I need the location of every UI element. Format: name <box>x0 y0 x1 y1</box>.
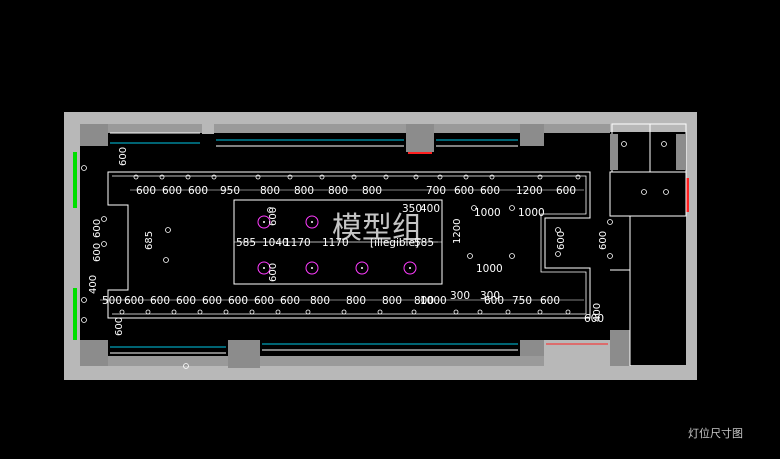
wall-top-left-block <box>80 124 108 146</box>
dim-mid-label-a: 350 <box>402 203 422 215</box>
dim-top-9: 600 <box>454 185 474 197</box>
dim-right-bottom-b: 600 <box>584 313 604 325</box>
dim-right-v1: 600 <box>556 231 567 250</box>
wall-top-strip <box>80 124 610 133</box>
watermark-text: 模型组 <box>332 211 422 246</box>
dim-right-v2: 600 <box>598 231 609 250</box>
dim-right-mid: 1000 <box>476 263 503 275</box>
dim-top-7: 800 <box>362 185 382 197</box>
dim-bottom-7: 600 <box>280 295 300 307</box>
dim-top-6: 800 <box>328 185 348 197</box>
dim-top-left-v: 600 <box>118 147 129 166</box>
dim-low-mid-a: 300 <box>450 290 470 302</box>
right-red-mark <box>686 178 689 212</box>
dim-center-2: 1170 <box>284 237 311 249</box>
pendant-light-centers <box>263 221 411 269</box>
dim-top-4: 800 <box>260 185 280 197</box>
dim-top-3: 950 <box>220 185 240 197</box>
right-rooms <box>609 123 687 366</box>
dim-bottom-8: 800 <box>310 295 330 307</box>
dim-left-v-0: 600 <box>92 243 103 262</box>
dim-left-low-v: 400 <box>88 275 99 294</box>
pillar-bottom-3 <box>544 340 610 370</box>
dim-bottom-11: 800 <box>414 295 434 307</box>
dim-right-v: 1200 <box>452 219 463 244</box>
pendant-lights <box>257 215 417 275</box>
dim-top-10: 600 <box>480 185 500 197</box>
dim-bottom-16: 600 <box>540 295 560 307</box>
spotlights-side <box>81 141 669 369</box>
dim-bottom-3: 600 <box>176 295 196 307</box>
dim-bottom-15: 750 <box>512 295 532 307</box>
dim-top-11: 1200 <box>516 185 543 197</box>
dim-bottom-10: 800 <box>382 295 402 307</box>
ceiling-outline-inner <box>112 175 587 315</box>
pillar-top-1 <box>202 112 214 134</box>
ceiling-outline <box>107 171 591 319</box>
dim-bottom-6: 600 <box>254 295 274 307</box>
dim-top-8: 700 <box>426 185 446 197</box>
dim-left-mid-v: 685 <box>144 231 155 250</box>
dims-center-row: 585 1040 1170 1170 [illegible] 585 <box>236 237 434 249</box>
spotlights-top <box>133 174 581 180</box>
wall-bottom-strip <box>80 356 610 366</box>
right-hatched-wall <box>610 134 618 170</box>
dim-bottom-14: 600 <box>484 295 504 307</box>
dim-top-2: 600 <box>188 185 208 197</box>
dim-bottom-0: 500 <box>102 295 122 307</box>
dim-center-4: [illegible] <box>370 237 419 249</box>
dims-top-row: 600 600 600 950 800 800 800 800 700 600 … <box>136 185 576 197</box>
dim-bottom-5: 600 <box>228 295 248 307</box>
dim-bottom-4: 600 <box>202 295 222 307</box>
pillar-bottom-1 <box>228 340 260 368</box>
dim-center-5: 585 <box>414 237 434 249</box>
dim-bottom-1: 600 <box>124 295 144 307</box>
dim-center-0: 585 <box>236 237 256 249</box>
dim-bottom-9: 800 <box>346 295 366 307</box>
right-hatched-wall-2 <box>676 134 686 170</box>
pillar-bottom-2 <box>520 340 544 356</box>
dim-center-upper-v: 600 <box>268 207 279 226</box>
dim-top-0: 600 <box>136 185 156 197</box>
right-wall-block <box>610 330 630 366</box>
dim-bottom-2: 600 <box>150 295 170 307</box>
dim-left-bottom-v: 600 <box>114 317 125 336</box>
dim-center-3: 1170 <box>322 237 349 249</box>
left-door-upper <box>73 152 77 208</box>
pillar-top-2 <box>406 124 434 152</box>
dim-low-mid-b: 300 <box>480 290 500 302</box>
dim-center-1: 1040 <box>262 237 289 249</box>
window-lines <box>110 132 608 354</box>
dim-center-lower-v: 600 <box>268 263 279 282</box>
pillar-top-3 <box>520 124 544 146</box>
left-door-lower <box>73 288 77 340</box>
dim-mid-label-b: 400 <box>420 203 440 215</box>
drawing-caption: 灯位尺寸图 <box>688 427 743 440</box>
dim-right-upper-a: 1000 <box>474 207 501 219</box>
dim-right-upper-b: 1000 <box>518 207 545 219</box>
dim-right-bottom-a: 400 <box>592 303 603 322</box>
spotlights-bottom <box>119 309 571 315</box>
dim-left-v-1: 600 <box>92 219 103 238</box>
dim-top-1: 600 <box>162 185 182 197</box>
dim-bottom-13: 1000 <box>420 295 447 307</box>
dims-bottom-row: 500 600 600 600 600 600 600 600 800 800 … <box>102 295 560 307</box>
dim-top-5: 800 <box>294 185 314 197</box>
dim-top-12: 600 <box>556 185 576 197</box>
wall-bottom-left-block <box>80 340 108 366</box>
